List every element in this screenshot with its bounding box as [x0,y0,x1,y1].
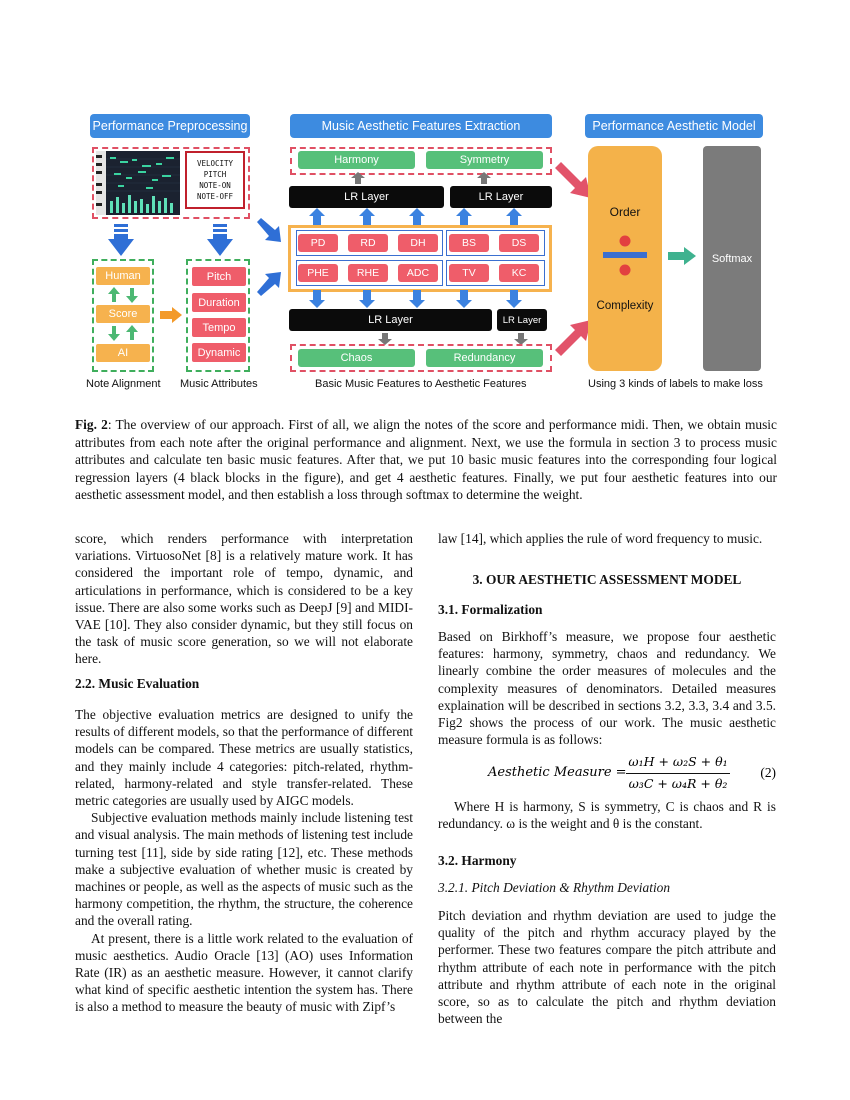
paragraph: law [14], which applies the rule of word… [438,531,763,546]
music-attributes-region [186,259,250,372]
order-label: Order [609,205,641,219]
up-arrow-icon [351,172,365,184]
feature-rhe: RHE [348,264,388,282]
midi-events-box: VELOCITY PITCH NOTE-ON NOTE-OFF [185,151,245,209]
lr-layer-harmony: LR Layer [289,186,444,208]
section-3-1-heading: 3.1. Formalization [438,602,543,617]
feature-phe: PHE [298,264,338,282]
equation-2: Aesthetic Measure = ω₁H + ω₂S + θ₁ ω₃C +… [438,752,776,796]
piano-roll-image [96,151,180,215]
up-arrow-icon [477,172,491,184]
aesthetic-harmony: Harmony [298,151,415,169]
diagonal-arrow-icon [257,218,281,242]
right-paragraph-3: Where H is harmony, S is symmetry, C is … [438,798,776,832]
section-3-heading: 3. OUR AESTHETIC ASSESSMENT MODEL [472,572,742,587]
header-model: Performance Aesthetic Model [585,114,763,138]
paragraph: Pitch deviation and rhythm deviation are… [438,908,776,1027]
equation-denominator: ω₃C + ω₄R + θ₂ [628,776,728,791]
midi-event: VELOCITY [196,159,234,168]
aesthetic-chaos: Chaos [298,349,415,367]
midi-event: NOTE-ON [199,181,231,190]
bidirectional-arrow-icon [108,325,138,341]
complexity-label: Complexity [596,300,654,312]
section-3-2-heading: 3.2. Harmony [438,853,517,868]
attribute-tempo: Tempo [192,318,246,337]
features-row1-group-b [446,230,545,256]
label-basic-to-aesthetic: Basic Music Features to Aesthetic Featur… [315,378,527,390]
lr-layer-chaos: LR Layer [289,309,492,331]
right-arrow-icon [160,307,182,323]
note-alignment-region [92,259,154,372]
label-music-attributes: Music Attributes [180,378,258,390]
attribute-dynamic: Dynamic [192,343,246,362]
diagonal-arrow-icon [555,320,591,356]
lr-layer-redundancy: LR Layer [497,309,547,331]
section-3-2-1-heading: 3.2.1. Pitch Deviation & Rhythm Deviatio… [438,880,671,895]
paragraph: At present, there is a little work relat… [75,930,413,1015]
lr-layer-symmetry: LR Layer [450,186,552,208]
diagonal-arrow-icon [257,272,281,296]
aesthetic-bottom-region [290,344,552,372]
section-2-2-heading: 2.2. Music Evaluation [75,676,200,691]
feature-bs: BS [449,234,489,252]
paragraph: Where H is harmony, S is symmetry, C is … [438,799,776,832]
down-arrow-icon [108,224,134,256]
paragraph: The objective evaluation metrics are des… [75,707,413,809]
feature-tv: TV [449,264,489,282]
header-preprocessing: Performance Preprocessing [90,114,250,138]
features-row2-group-a [296,260,443,286]
attribute-duration: Duration [192,293,246,312]
equation-lhs: Aesthetic Measure = [488,765,627,780]
attribute-pitch: Pitch [192,267,246,286]
alignment-score: Score [96,305,150,323]
down-arrow-icon [207,224,233,256]
aesthetic-symmetry: Symmetry [426,151,543,169]
diagonal-arrow-icon [555,162,591,198]
paragraph: score, which renders performance with in… [75,531,413,667]
feature-adc: ADC [398,264,438,282]
midi-event: NOTE-OFF [196,192,234,201]
bidirectional-arrow-icon [108,287,138,303]
midi-input-region [92,147,250,219]
header-extraction: Music Aesthetic Features Extraction [290,114,552,138]
caption-text: : The overview of our approach. First of… [75,417,777,503]
feature-pd: PD [298,234,338,252]
midi-event: PITCH [203,170,227,179]
alignment-ai: AI [96,344,150,362]
down-arrow-icon [378,333,392,345]
paragraph: Subjective evaluation methods mainly inc… [75,810,413,929]
division-symbol-icon [603,235,647,276]
arrow-row-up [309,208,522,226]
fraction-bar [626,773,730,774]
label-labels-loss: Using 3 kinds of labels to make loss [588,378,763,390]
figure-caption: Fig. 2: The overview of our approach. Fi… [75,416,777,504]
order-complexity-box [588,146,662,371]
right-arrow-icon [668,247,696,265]
paragraph: Based on Birkhoff’s measure, we propose … [438,629,776,748]
aesthetic-redundancy: Redundancy [426,349,543,367]
aesthetic-top-region [290,147,552,175]
feature-rd: RD [348,234,388,252]
alignment-human: Human [96,267,150,285]
right-paragraph-1: law [14], which applies the rule of word… [438,530,776,547]
equation-numerator: ω₁H + ω₂S + θ₁ [628,754,728,769]
right-paragraph-4: Pitch deviation and rhythm deviation are… [438,907,776,1027]
equation-number: (2) [760,765,776,780]
right-paragraph-2: Based on Birkhoff’s measure, we propose … [438,628,776,748]
features-row1-group-a [296,230,443,256]
features-row2-group-b [446,260,545,286]
feature-kc: KC [499,264,539,282]
caption-label: Fig. 2 [75,417,108,432]
softmax-box: Softmax [703,146,761,371]
feature-dh: DH [398,234,438,252]
left-paragraph-1: score, which renders performance with in… [75,530,413,668]
feature-ds: DS [499,234,539,252]
left-paragraphs-2-4: The objective evaluation metrics are des… [75,706,413,1016]
arrow-row-down [309,290,522,308]
down-arrow-icon [514,333,528,345]
label-note-alignment: Note Alignment [86,378,161,390]
